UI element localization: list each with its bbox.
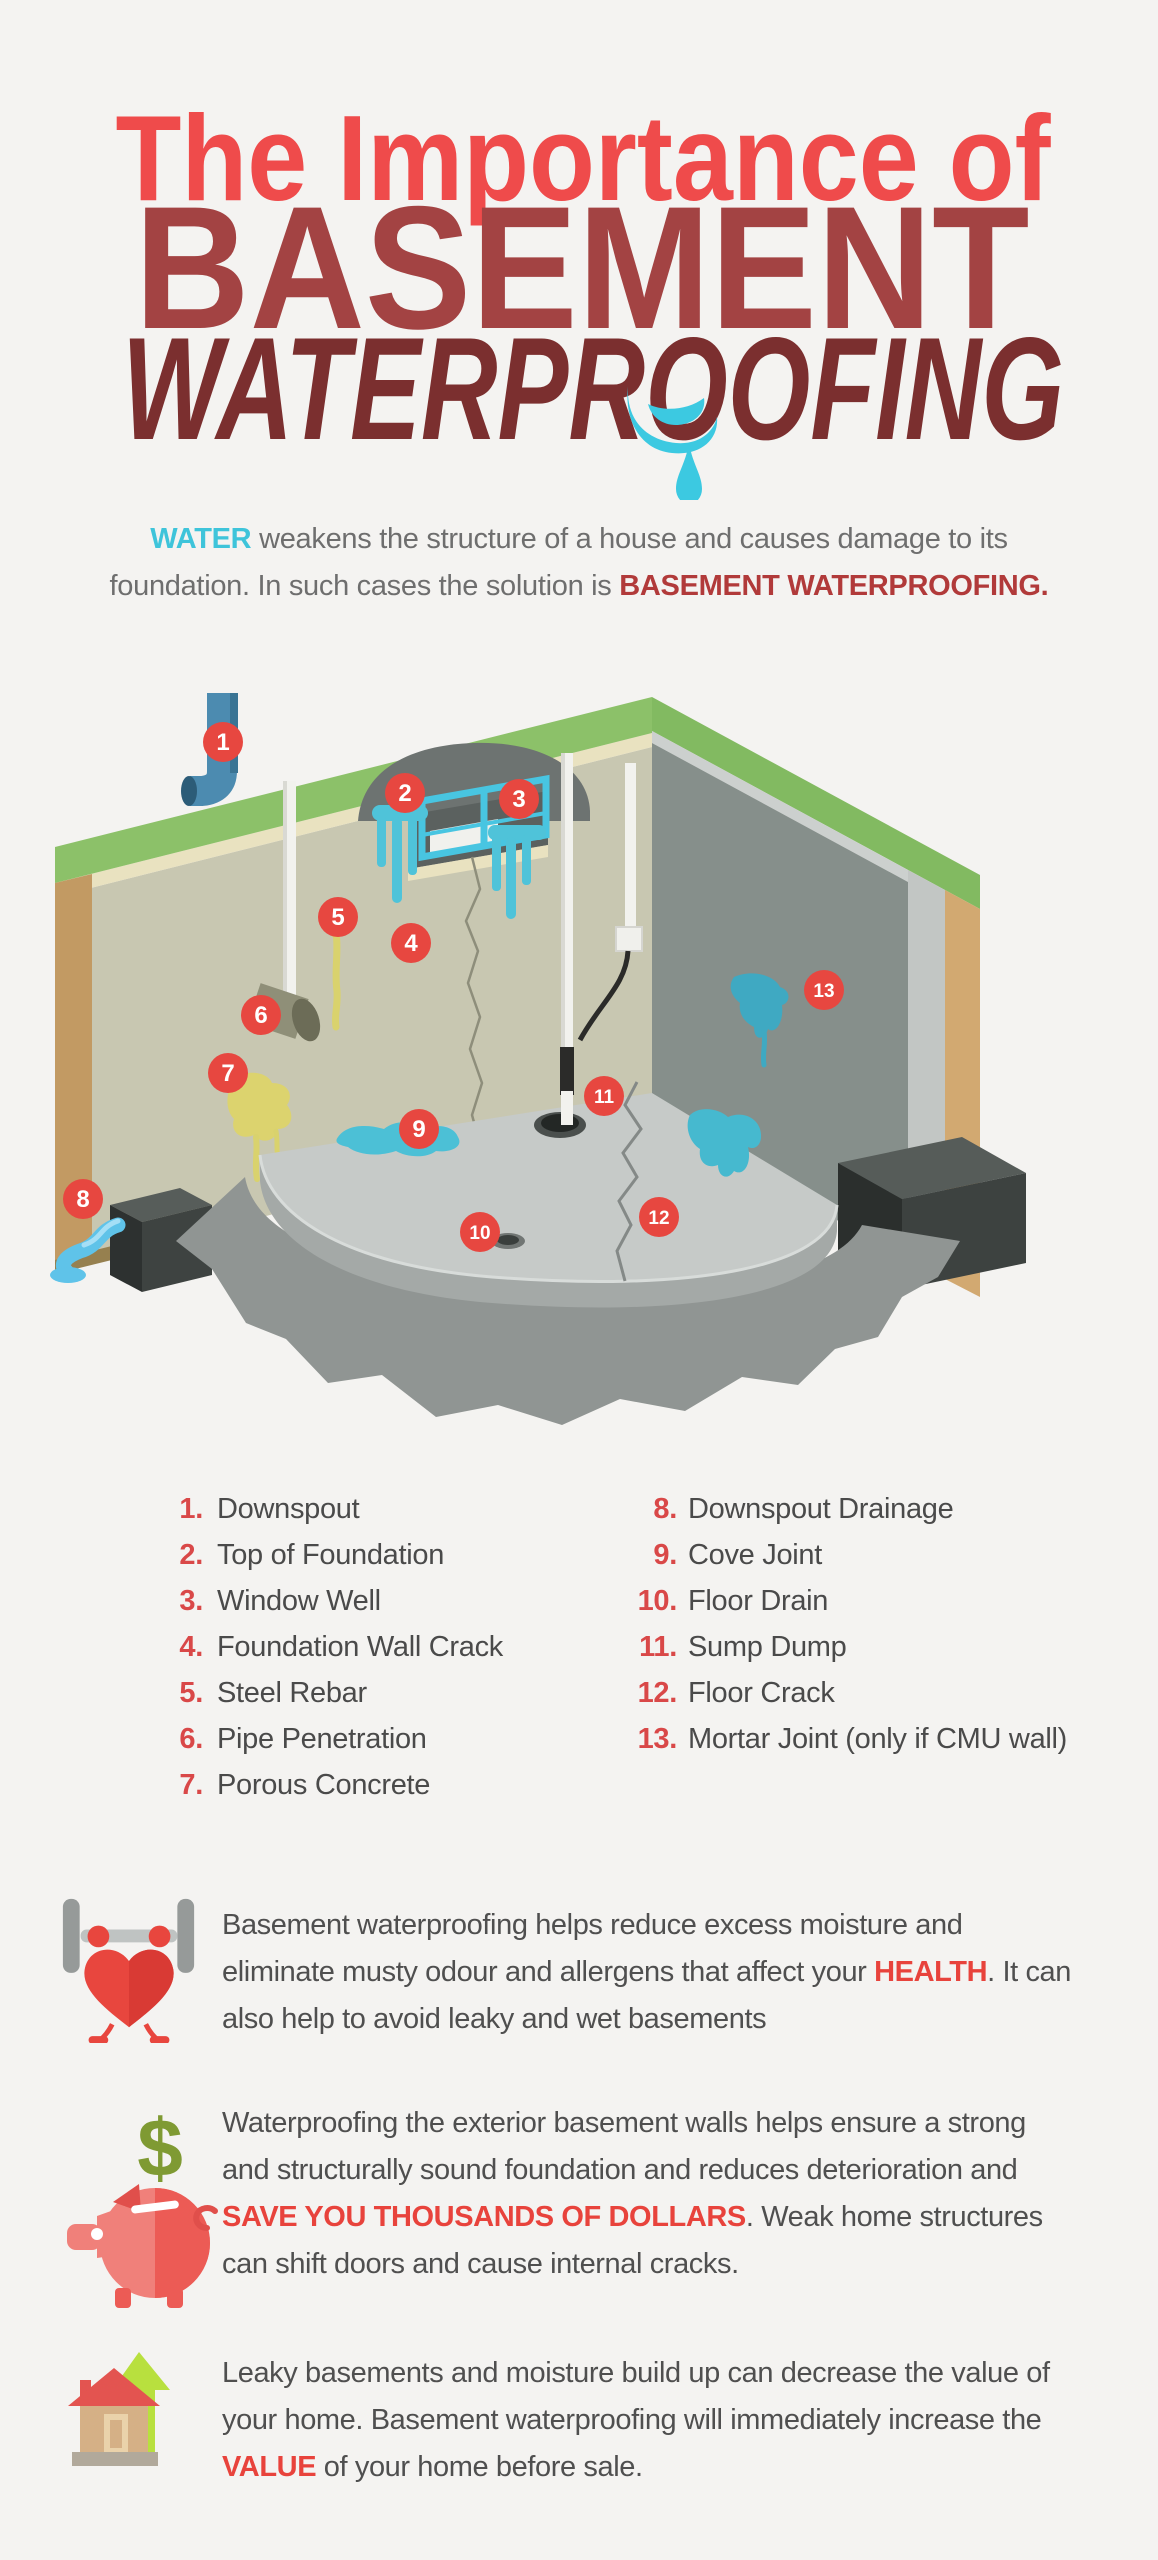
savings-highlight: SAVE YOU THOUSANDS OF DOLLARS <box>222 2201 746 2233</box>
svg-text:3: 3 <box>512 786 525 813</box>
svg-text:11: 11 <box>594 1087 615 1108</box>
marker-1: 1 <box>203 722 243 762</box>
intro-line1: weakens the structure of a house and cau… <box>251 523 1008 555</box>
intro-highlight-water: WATER <box>150 523 252 555</box>
svg-text:10: 10 <box>469 1223 490 1244</box>
svg-text:13: 13 <box>813 981 834 1002</box>
legend-left-column: 1.Downspout 2.Top of Foundation 3.Window… <box>85 1486 545 1808</box>
marker-12: 12 <box>639 1197 679 1237</box>
basement-illustration: 1 2 3 4 5 6 7 8 9 10 11 12 13 <box>50 693 1026 1425</box>
title-line-3: WATERPROOFING <box>122 307 1064 470</box>
legend-item-mortar-joint: 13.Mortar Joint (only if CMU wall) <box>637 1722 1068 1755</box>
intro-line2: foundation. In such cases the solution i… <box>109 570 620 602</box>
svg-text:12: 12 <box>648 1208 669 1229</box>
legend-item-top-of-foundation: 2.Top of Foundation <box>179 1538 445 1571</box>
dollar-sign: $ <box>137 2106 183 2194</box>
mortar-joint-stain <box>730 973 789 1068</box>
legend-item-cove-joint: 9.Cove Joint <box>653 1538 823 1571</box>
legend-item-pipe-penetration: 6.Pipe Penetration <box>179 1722 427 1755</box>
legend-item-floor-drain: 10.Floor Drain <box>637 1584 829 1617</box>
floor-drain-graphic <box>491 1233 525 1249</box>
title-line-2: BASEMENT <box>135 171 1030 366</box>
downspout-drainage-water <box>50 1217 126 1283</box>
marker-13: 13 <box>804 970 844 1010</box>
scene-markers: 1 2 3 4 5 6 7 8 9 10 11 12 13 <box>63 722 844 1252</box>
svg-text:6: 6 <box>254 1002 267 1029</box>
benefit-text-value: Leaky basements and moisture build up ca… <box>222 2357 1050 2483</box>
legend-item-foundation-wall-crack: 4.Foundation Wall Crack <box>179 1630 503 1663</box>
heart-barbell-icon <box>62 1898 195 2043</box>
svg-text:1: 1 <box>216 729 229 756</box>
svg-text:2: 2 <box>398 780 411 807</box>
svg-text:4: 4 <box>404 930 418 957</box>
marker-8: 8 <box>63 1179 103 1219</box>
title-line-1: The Importance of <box>116 90 1051 226</box>
porous-concrete-leak <box>227 1072 292 1182</box>
benefit-text-health: Basement waterproofing helps reduce exce… <box>222 1909 1071 2035</box>
health-highlight: HEALTH <box>874 1956 988 1988</box>
piggy-bank-icon: $ <box>67 2106 218 2308</box>
legend-item-downspout: 1.Downspout <box>179 1492 360 1525</box>
marker-9: 9 <box>399 1109 439 1149</box>
intro-highlight-solution: BASEMENT WATERPROOFING. <box>619 570 1049 602</box>
title-block: The Importance of BASEMENT WATERPROOFING <box>116 90 1064 500</box>
legend-item-downspout-drainage: 8.Downspout Drainage <box>653 1492 954 1525</box>
benefit-text-savings: Waterproofing the exterior basement wall… <box>222 2107 1043 2280</box>
marker-5: 5 <box>318 897 358 937</box>
svg-text:9: 9 <box>412 1116 425 1143</box>
house-value-icon <box>68 2352 170 2466</box>
legend-item-steel-rebar: 5.Steel Rebar <box>179 1676 367 1709</box>
floor-crack-line <box>615 1081 643 1282</box>
legend-item-sump-dump: 11.Sump Dump <box>639 1630 847 1663</box>
sump-pump-pipes <box>560 753 643 1125</box>
svg-text:7: 7 <box>221 1060 234 1087</box>
legend-item-window-well: 3.Window Well <box>179 1584 381 1617</box>
legend-item-porous-concrete: 7.Porous Concrete <box>179 1768 431 1801</box>
legend-right-column: 8.Downspout Drainage 9.Cove Joint 10.Flo… <box>540 1486 1120 1762</box>
intro-text: WATER weakens the structure of a house a… <box>109 516 1049 610</box>
floor-puddle <box>687 1109 762 1177</box>
legend-item-floor-crack: 12.Floor Crack <box>637 1676 835 1709</box>
foundation-wall-crack-line <box>464 856 484 1138</box>
sump-pit <box>534 1112 586 1138</box>
water-drop-icon <box>627 386 718 500</box>
marker-10: 10 <box>460 1212 500 1252</box>
svg-text:5: 5 <box>331 904 344 931</box>
marker-2: 2 <box>385 773 425 813</box>
marker-3: 3 <box>499 779 539 819</box>
window-leak-water <box>372 805 546 919</box>
marker-7: 7 <box>208 1053 248 1093</box>
marker-11: 11 <box>584 1076 624 1116</box>
svg-text:8: 8 <box>76 1186 89 1213</box>
marker-4: 4 <box>391 923 431 963</box>
value-highlight: VALUE <box>222 2451 317 2483</box>
marker-6: 6 <box>241 995 281 1035</box>
